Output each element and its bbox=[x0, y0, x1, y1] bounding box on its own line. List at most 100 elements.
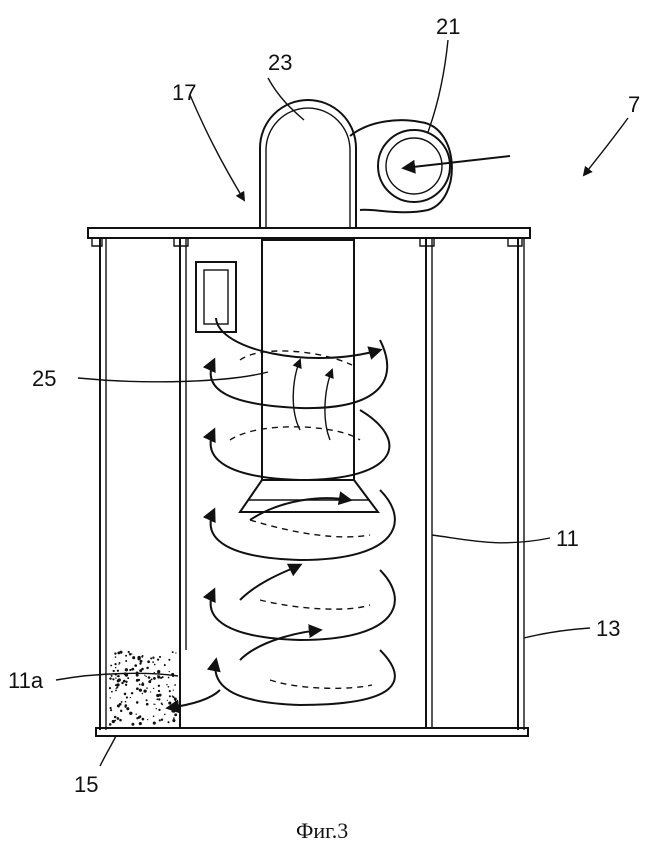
dust-particle bbox=[129, 696, 132, 699]
dust-particle bbox=[125, 654, 128, 657]
dust-particle bbox=[157, 689, 161, 693]
dust-particle bbox=[117, 651, 121, 655]
dust-particle bbox=[155, 708, 157, 710]
dust-particle bbox=[145, 702, 149, 706]
dust-particle bbox=[134, 664, 138, 667]
dust-particle bbox=[167, 685, 170, 688]
dust-particle bbox=[128, 652, 132, 656]
dust-particle bbox=[153, 703, 155, 705]
dust-particle bbox=[118, 661, 121, 664]
suction-inlet bbox=[349, 119, 511, 214]
dust-particle bbox=[171, 651, 174, 654]
dust-particle bbox=[143, 689, 147, 693]
dust-particle bbox=[141, 692, 144, 695]
dust-particle bbox=[110, 664, 113, 667]
label-11: 11 bbox=[556, 526, 579, 551]
dust-particle bbox=[168, 670, 170, 673]
dust-particle bbox=[108, 687, 112, 690]
dust-particle bbox=[152, 656, 155, 659]
label-15: 15 bbox=[74, 772, 98, 797]
dust-particle bbox=[110, 709, 113, 712]
dust-particle bbox=[154, 703, 156, 705]
dust-particle bbox=[131, 667, 135, 671]
dust-particle bbox=[168, 658, 171, 661]
dust-particle bbox=[145, 699, 148, 702]
dust-particle bbox=[158, 693, 162, 697]
dust-particle bbox=[114, 656, 117, 658]
dust-particle bbox=[136, 716, 139, 720]
dust-particle bbox=[167, 721, 170, 724]
figure-caption: Фиг.3 bbox=[296, 818, 348, 843]
dust-particle bbox=[145, 675, 147, 678]
dust-particle bbox=[157, 684, 161, 688]
dust-particle bbox=[152, 721, 156, 725]
dust-particle bbox=[174, 713, 178, 717]
dust-particle bbox=[167, 676, 170, 679]
dust-particle bbox=[131, 653, 133, 655]
dust-particle bbox=[112, 678, 115, 681]
dust-particle bbox=[156, 698, 159, 701]
dust-particle bbox=[116, 704, 120, 708]
dust-particle bbox=[141, 667, 144, 671]
dust-particle bbox=[166, 699, 168, 702]
dust-particle bbox=[108, 723, 112, 726]
label-25: 25 bbox=[32, 366, 56, 391]
dust-particle bbox=[114, 652, 117, 655]
dust-particle bbox=[141, 717, 145, 721]
dust-particle bbox=[124, 700, 127, 703]
dust-particle bbox=[157, 658, 160, 661]
dust-particle bbox=[174, 684, 176, 686]
dust-particle bbox=[119, 718, 122, 722]
dust-particle bbox=[124, 704, 128, 707]
dust-particle bbox=[135, 713, 137, 715]
dust-particle bbox=[160, 718, 164, 721]
dust-particle bbox=[124, 668, 129, 672]
dust-particle bbox=[111, 719, 115, 724]
dust-particle bbox=[160, 677, 162, 679]
dust-particle bbox=[152, 661, 154, 663]
inlet-window bbox=[195, 261, 237, 333]
exhaust-pipe bbox=[238, 99, 380, 513]
dust-particle bbox=[115, 689, 117, 692]
dust-particle bbox=[124, 680, 126, 682]
dust-particle bbox=[114, 662, 117, 666]
dust-particle bbox=[112, 669, 115, 673]
dust-particle bbox=[130, 691, 134, 695]
outer-container bbox=[87, 227, 531, 730]
dust-particle bbox=[150, 657, 153, 660]
label-17: 17 bbox=[172, 80, 196, 105]
dust-particle bbox=[171, 695, 174, 697]
dust-particle bbox=[158, 719, 161, 722]
dust-particle bbox=[172, 709, 176, 713]
dust-particle bbox=[124, 683, 128, 686]
dust-particle bbox=[109, 697, 111, 699]
dust-particle bbox=[126, 707, 130, 711]
dust-particle bbox=[141, 682, 144, 684]
dust-particle bbox=[116, 669, 120, 672]
dust-particle bbox=[157, 670, 161, 674]
dust-particle bbox=[124, 673, 129, 677]
dust-particle bbox=[131, 722, 135, 726]
dust-particle bbox=[161, 676, 164, 679]
dust-particle bbox=[139, 659, 143, 663]
dust-particle bbox=[138, 683, 141, 686]
dust-collection-area bbox=[108, 650, 178, 726]
dust-particle bbox=[115, 677, 117, 679]
dust-particle bbox=[135, 673, 139, 677]
bottom-plate bbox=[95, 727, 529, 737]
dust-particle bbox=[158, 708, 161, 712]
dust-particle bbox=[168, 690, 171, 693]
dust-particle bbox=[173, 717, 175, 719]
dust-particle bbox=[152, 715, 155, 718]
dust-particle bbox=[138, 688, 142, 692]
dust-particle bbox=[109, 677, 112, 680]
dust-particle bbox=[123, 692, 127, 696]
dust-particle bbox=[114, 666, 117, 669]
label-23: 23 bbox=[268, 50, 292, 75]
dust-particle bbox=[125, 680, 128, 683]
dust-particle bbox=[163, 664, 166, 667]
dust-particle bbox=[158, 655, 162, 658]
dust-particle bbox=[160, 702, 163, 705]
dust-particle bbox=[135, 701, 139, 704]
